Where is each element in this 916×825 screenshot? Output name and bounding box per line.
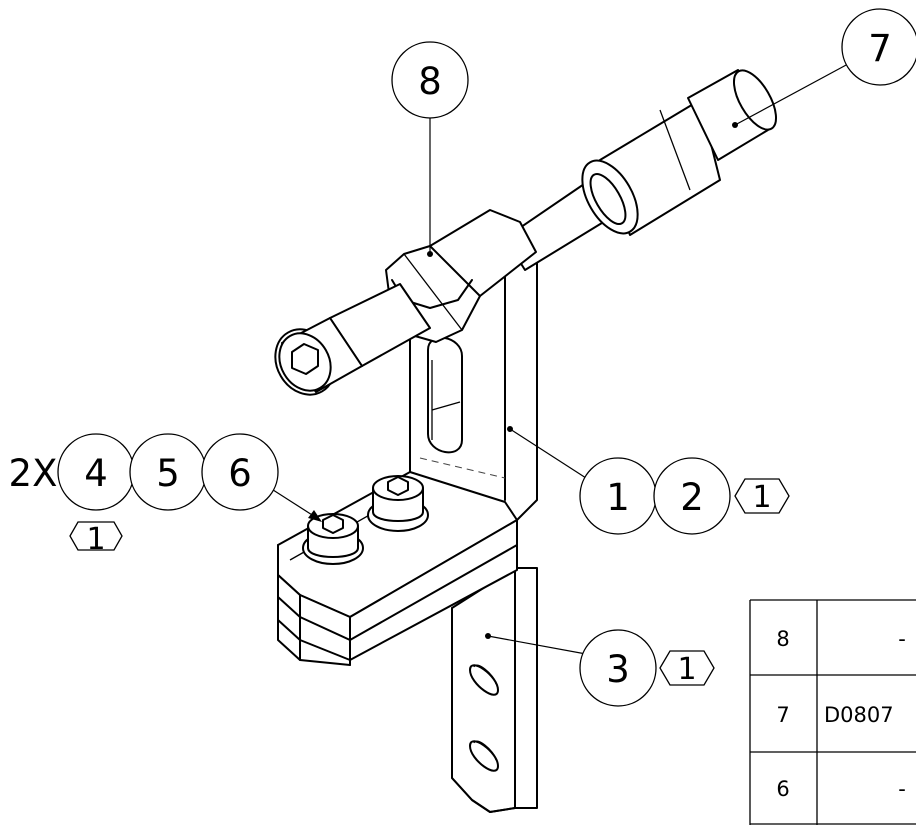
svg-text:4: 4: [84, 452, 108, 495]
svg-text:8: 8: [776, 627, 789, 651]
svg-text:1: 1: [86, 522, 105, 557]
balloon-8: 8: [391, 41, 469, 119]
balloon-5: 5: [129, 433, 207, 511]
svg-text:8: 8: [418, 60, 442, 103]
svg-text:1: 1: [677, 652, 696, 687]
assembly-view: [274, 69, 777, 813]
balloon-3: 3: [579, 629, 657, 707]
svg-text:7: 7: [868, 27, 892, 70]
svg-text:-: -: [898, 777, 906, 801]
cap-screw: [274, 283, 431, 396]
balloon-4: 4: [57, 433, 135, 511]
svg-text:1: 1: [606, 476, 630, 519]
svg-text:D0807: D0807: [824, 703, 894, 727]
svg-text:1: 1: [752, 480, 771, 515]
balloon-7: 7: [841, 8, 916, 86]
svg-text:6: 6: [776, 777, 789, 801]
note-flag-3: 1: [659, 650, 715, 687]
svg-text:2: 2: [680, 476, 704, 519]
balloon-1: 1: [579, 457, 657, 535]
svg-text:5: 5: [156, 452, 180, 495]
shaft: [504, 69, 777, 271]
base-screws: [302, 475, 429, 565]
svg-text:-: -: [898, 627, 906, 651]
bom-row: 7 D0807: [776, 703, 893, 727]
svg-text:7: 7: [776, 703, 789, 727]
bom-table: 8 - 7 D0807 6 -: [749, 599, 916, 825]
balloon-2: 2: [653, 457, 731, 535]
bom-row: 8 -: [776, 627, 905, 651]
svg-text:3: 3: [606, 648, 630, 691]
svg-text:6: 6: [228, 452, 252, 495]
note-flag-2: 1: [734, 478, 790, 515]
leader-lines: [269, 63, 849, 655]
mounting-plate: [451, 567, 538, 813]
note-flag-4: 1: [69, 521, 123, 557]
bom-row: 6 -: [776, 777, 905, 801]
base-block: [277, 471, 518, 666]
quantity-2x: 2X: [9, 452, 58, 495]
balloon-6: 6: [201, 433, 279, 511]
